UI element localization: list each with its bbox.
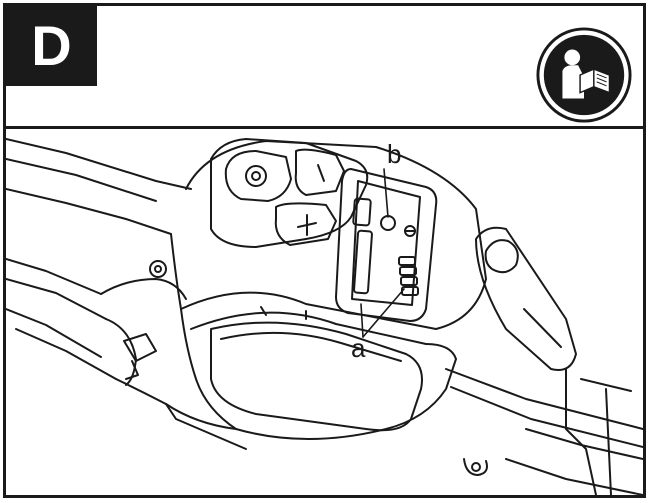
- minus-button: [294, 148, 345, 196]
- read-manual-icon: [536, 27, 632, 123]
- side-clip: [123, 333, 157, 380]
- handle-shaft: [6, 138, 192, 405]
- figure-frame: D: [3, 3, 646, 498]
- lower-panel: [210, 306, 423, 432]
- tool-handle-drawing: [6, 138, 643, 495]
- leader-line-b: [383, 168, 389, 218]
- side-screw: [149, 260, 167, 278]
- leader-line-a-right: [362, 288, 405, 338]
- figure-header: D: [6, 6, 643, 129]
- callout-label-b: b: [387, 139, 402, 169]
- bottom-hook: [463, 458, 488, 476]
- pivot-link: [475, 226, 577, 371]
- control-pad: [210, 138, 369, 248]
- callout-label-a: a: [351, 333, 366, 363]
- callout-leaders: [360, 168, 405, 338]
- indicator-panel: [335, 168, 438, 322]
- housing-body: [165, 140, 487, 450]
- plus-button: [274, 202, 337, 246]
- step-letter-badge: D: [6, 6, 97, 86]
- leader-line-a-left: [360, 303, 364, 338]
- right-shaft: [445, 368, 643, 495]
- product-illustration: b a: [6, 129, 643, 495]
